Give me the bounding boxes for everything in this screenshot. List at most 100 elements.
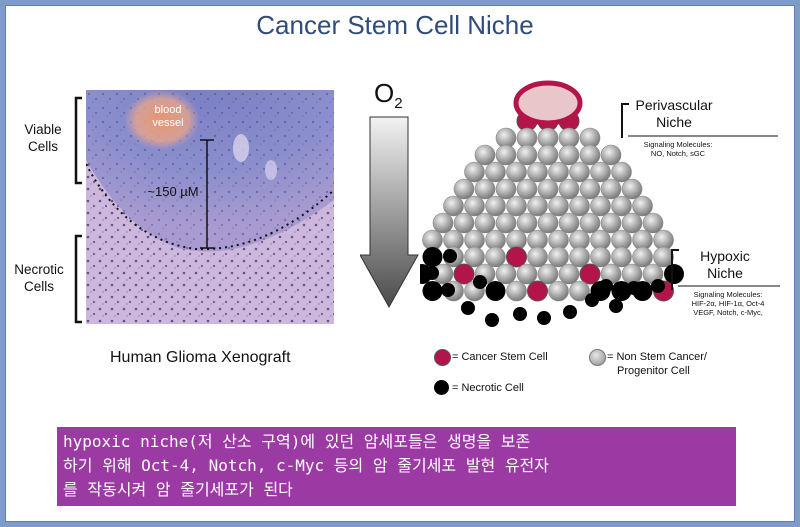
- non-stem-cell: [537, 263, 559, 285]
- non-stem-cell: [495, 263, 517, 285]
- hypoxic-signaling: Signaling Molecules: HIF-2α, HIF-1α, Oct…: [676, 290, 780, 317]
- non-stem-cell: [548, 280, 569, 302]
- non-stem-cell: [548, 246, 569, 268]
- necrotic-cell: [473, 275, 487, 289]
- oxygen-sub: 2: [394, 95, 403, 113]
- necrotic-cell: [651, 279, 665, 293]
- non-stem-cell: [464, 246, 485, 268]
- non-stem-cell: [590, 161, 611, 183]
- non-stem-cell: [558, 212, 580, 234]
- necrotic-cell: [422, 247, 443, 267]
- slide-title: Cancer Stem Cell Niche: [256, 10, 534, 40]
- necrotic-cell: [461, 301, 475, 315]
- cancer-stem-cell: [527, 280, 548, 302]
- non-stem-cell: [453, 212, 475, 234]
- non-stem-cell: [495, 144, 517, 166]
- non-stem-cell: [590, 246, 611, 268]
- cancer-stem-cell: [506, 246, 527, 268]
- non-stem-cell: [611, 246, 632, 268]
- non-stem-cell: [600, 178, 622, 200]
- necrotic-cell: [485, 281, 506, 301]
- non-stem-cell: [516, 144, 538, 166]
- necrotic-legend-text: = Necrotic Cell: [452, 382, 524, 394]
- non-stem-cell: [527, 246, 548, 268]
- non-stem-cell: [579, 144, 601, 166]
- non-stem-cell: [485, 195, 506, 217]
- necrotic-cell: [585, 293, 599, 307]
- micrograph-svg: [86, 90, 334, 324]
- necrotic-cell: [563, 305, 577, 319]
- non-stem-cell: [537, 212, 559, 234]
- non-stem-cell: [548, 195, 569, 217]
- micrograph-caption: Human Glioma Xenograft: [110, 349, 291, 366]
- perivascular-line2: Niche: [656, 114, 692, 130]
- non-stem-cell: [569, 161, 590, 183]
- non-stem-cell: [516, 263, 538, 285]
- non-stem-cell: [474, 212, 496, 234]
- non-stem-cell: [537, 144, 559, 166]
- korean-line-3: 를 작동시켜 암 줄기세포가 된다: [63, 480, 293, 499]
- necrotic-cells-text: Necrotic Cells: [14, 262, 64, 294]
- necrotic-cell: [537, 311, 551, 325]
- non-stem-cell: [632, 195, 653, 217]
- non-stem-cell: [443, 195, 464, 217]
- necrotic-cell: [664, 264, 684, 284]
- necrotic-cell: [599, 279, 613, 293]
- necrotic-cell: [441, 283, 455, 297]
- non-stem-cell: [474, 144, 496, 166]
- non-stem-cell: [632, 246, 653, 268]
- non-stem-cell: [548, 161, 569, 183]
- non-stem-cell: [579, 212, 601, 234]
- perivascular-signaling-values: NO, Notch, sGC: [650, 149, 706, 158]
- oxygen-label: O2: [374, 78, 403, 112]
- stem-cell-legend-text: = Cancer Stem Cell: [452, 351, 548, 363]
- non-stem-cell: [558, 144, 580, 166]
- blood-vessel-icon: [513, 80, 583, 126]
- korean-note-banner: hypoxic niche(저 산소 구역)에 있던 암세포들은 생명을 보존 …: [57, 427, 736, 506]
- non-stem-cell: [558, 178, 580, 200]
- non-stem-cell: [474, 178, 496, 200]
- perivascular-signaling: Signaling Molecules: NO, Notch, sGC: [632, 140, 724, 158]
- necrotic-legend-icon: [434, 380, 449, 395]
- necrotic-cell: [422, 281, 443, 301]
- non-stem-cell: [537, 178, 559, 200]
- blood-vessel-label: blood vessel: [143, 104, 193, 130]
- non-stem-cell: [516, 178, 538, 200]
- non-stem-line1: = Non Stem Cancer/: [607, 351, 707, 363]
- non-stem-cell: [653, 246, 674, 268]
- necrotic-cell: [485, 313, 499, 327]
- non-stem-cell: [485, 161, 506, 183]
- viable-cells-text: Viable Cells: [24, 122, 62, 154]
- stem-cell-legend-icon: [434, 349, 451, 366]
- non-stem-cell: [506, 195, 527, 217]
- hypoxic-signaling-title: Signaling Molecules:: [693, 290, 763, 299]
- perivascular-niche-title: Perivascular Niche: [618, 97, 730, 131]
- hypoxic-signaling-line2: VEGF, Notch, c-Myc,: [693, 308, 763, 317]
- non-stem-cell: [642, 212, 664, 234]
- non-stem-cell: [569, 195, 590, 217]
- necrotic-cell: [627, 281, 641, 295]
- non-stem-cell: [506, 161, 527, 183]
- non-stem-cell: [485, 246, 506, 268]
- non-stem-legend-icon: [589, 349, 606, 366]
- korean-line-1: hypoxic niche(저 산소 구역)에 있던 암세포들은 생명을 보존: [63, 432, 531, 451]
- non-stem-cell: [621, 178, 643, 200]
- necrotic-cells-label: Necrotic Cells: [8, 261, 70, 295]
- oxygen-gradient-arrow-icon: [360, 116, 419, 309]
- non-stem-cell: [569, 280, 590, 302]
- non-stem-cell: [621, 263, 643, 285]
- necrotic-cell: [425, 266, 439, 280]
- cancer-stem-cell: [453, 263, 475, 285]
- non-stem-cell: [516, 212, 538, 234]
- perivascular-line1: Perivascular: [635, 97, 713, 113]
- non-stem-cell: [464, 195, 485, 217]
- necrotic-cell: [443, 249, 457, 263]
- hypoxic-niche-title: Hypoxic Niche: [682, 248, 768, 282]
- non-stem-cell: [432, 212, 454, 234]
- non-stem-line2: Progenitor Cell: [617, 365, 690, 377]
- cell-niche-pyramid: [420, 80, 684, 327]
- non-stem-cell: [527, 161, 548, 183]
- cancer-stem-cell: [579, 263, 601, 285]
- distance-label: ~150 µM: [147, 184, 199, 199]
